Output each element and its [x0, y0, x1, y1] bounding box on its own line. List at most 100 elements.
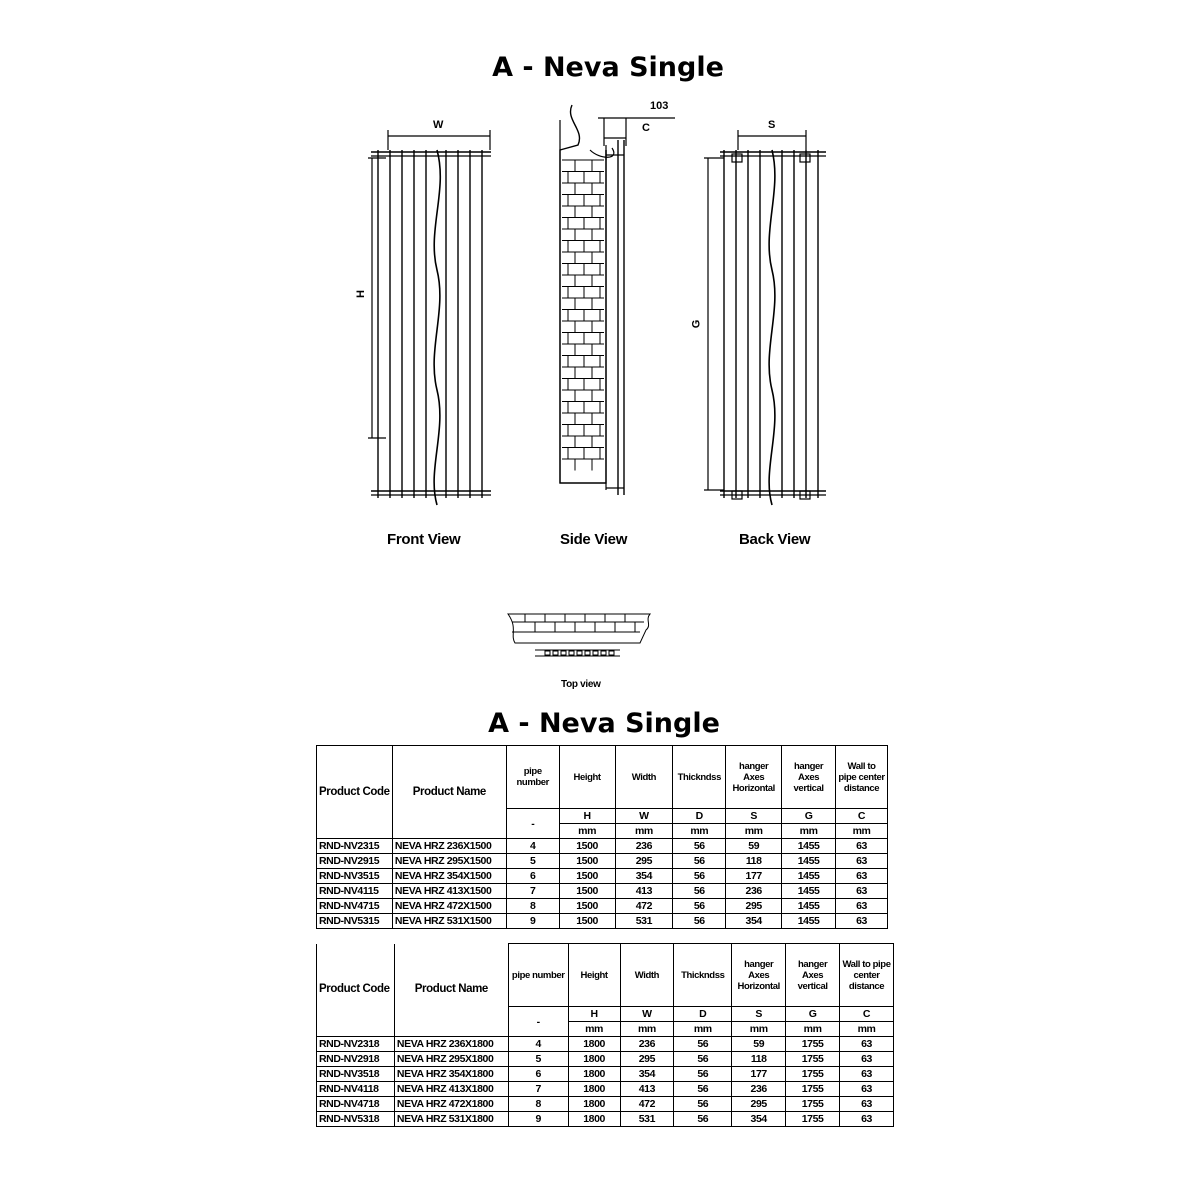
value-cell: 236	[614, 838, 674, 854]
value-cell: 1755	[785, 1111, 841, 1127]
header-wall-to-pipe: Wall to pipe center distance	[835, 745, 888, 809]
back-view-label: Back View	[739, 531, 811, 548]
product-name-cell: NEVA HRZ 472X1800	[393, 1096, 509, 1112]
dim-c-label: C	[642, 122, 650, 134]
value-cell: 295	[731, 1096, 787, 1112]
page-title: A - Neva Single	[492, 52, 724, 83]
value-cell: 56	[673, 1036, 733, 1052]
top-view-label: Top view	[561, 679, 601, 690]
value-cell: 59	[731, 1036, 787, 1052]
value-cell: 56	[673, 1081, 733, 1097]
value-cell: 63	[835, 838, 888, 854]
value-cell: 9	[505, 913, 560, 929]
product-name-cell: NEVA HRZ 531X1800	[393, 1111, 509, 1127]
header-hanger-vertical: hanger Axes vertical	[785, 943, 841, 1007]
back-view-drawing	[704, 130, 826, 506]
value-cell: 236	[731, 1081, 787, 1097]
symbol-cell: D	[672, 808, 727, 824]
value-cell: 531	[619, 1111, 675, 1127]
product-code-cell: RND-NV4718	[316, 1096, 395, 1112]
value-cell: 63	[839, 1036, 894, 1052]
value-cell: 413	[619, 1081, 675, 1097]
value-cell: 56	[672, 853, 727, 869]
header-pipe-number: pipe number	[505, 745, 560, 809]
product-name-cell: NEVA HRZ 413X1800	[393, 1081, 509, 1097]
value-cell: 236	[619, 1036, 675, 1052]
value-cell: 63	[839, 1066, 894, 1082]
value-cell: 295	[725, 898, 783, 914]
value-cell: 118	[731, 1051, 787, 1067]
value-cell: 63	[835, 853, 888, 869]
symbol-cell: S	[731, 1006, 787, 1022]
value-cell: 1500	[558, 853, 616, 869]
product-name-cell: NEVA HRZ 295X1800	[393, 1051, 509, 1067]
header-hanger-horizontal: hanger Axes Horizontal	[731, 943, 787, 1007]
unit-cell: mm	[558, 823, 616, 839]
symbol-cell: G	[781, 808, 837, 824]
value-cell: 354	[614, 868, 674, 884]
value-cell: 7	[505, 883, 560, 899]
header-pipe-number: pipe number	[507, 943, 569, 1007]
dim-h-label: H	[354, 290, 367, 298]
product-name-cell: NEVA HRZ 354X1500	[391, 868, 507, 884]
value-cell: 1500	[558, 898, 616, 914]
product-code-cell: RND-NV2315	[316, 838, 393, 854]
value-cell: 118	[725, 853, 783, 869]
product-name-cell: NEVA HRZ 236X1500	[391, 838, 507, 854]
value-cell: 472	[614, 898, 674, 914]
value-cell: 1455	[781, 868, 837, 884]
header-product-code: Product Code	[316, 943, 395, 1037]
product-code-cell: RND-NV4115	[316, 883, 393, 899]
header-product-name: Product Name	[393, 943, 509, 1037]
product-code-cell: RND-NV3518	[316, 1066, 395, 1082]
side-view-label: Side View	[560, 531, 628, 548]
technical-drawing	[368, 104, 826, 657]
value-cell: 1800	[567, 1111, 621, 1127]
value-cell: 1755	[785, 1066, 841, 1082]
header-width: Width	[614, 745, 674, 809]
value-cell: 56	[672, 913, 727, 929]
value-cell: 5	[505, 853, 560, 869]
value-cell: 1800	[567, 1036, 621, 1052]
value-cell: 56	[673, 1111, 733, 1127]
header-wall-to-pipe: Wall to pipe center distance	[839, 943, 894, 1007]
value-cell: 1800	[567, 1081, 621, 1097]
product-code-cell: RND-NV4715	[316, 898, 393, 914]
value-cell: 4	[507, 1036, 569, 1052]
value-cell: 63	[839, 1111, 894, 1127]
product-code-cell: RND-NV3515	[316, 868, 393, 884]
value-cell: 1800	[567, 1066, 621, 1082]
value-cell: 1800	[567, 1096, 621, 1112]
product-code-cell: RND-NV5315	[316, 913, 393, 929]
value-cell: 472	[619, 1096, 675, 1112]
front-view-label: Front View	[387, 531, 461, 548]
value-cell: 1455	[781, 838, 837, 854]
value-cell: 56	[673, 1096, 733, 1112]
header-height: Height	[567, 943, 621, 1007]
header-hanger-horizontal: hanger Axes Horizontal	[725, 745, 783, 809]
header-height: Height	[558, 745, 616, 809]
unit-cell: mm	[725, 823, 783, 839]
symbol-cell: C	[839, 1006, 894, 1022]
value-cell: 56	[672, 883, 727, 899]
value-cell: 1500	[558, 913, 616, 929]
spec-table-1800: Product Code Product Name pipe number He…	[316, 943, 894, 1127]
symbol-cell: H	[558, 808, 616, 824]
symbol-cell: H	[567, 1006, 621, 1022]
unit-cell: mm	[567, 1021, 621, 1037]
header-thickness: Thickndss	[672, 745, 727, 809]
product-code-cell: RND-NV2918	[316, 1051, 395, 1067]
header-thickness: Thickndss	[673, 943, 733, 1007]
unit-cell: mm	[673, 1021, 733, 1037]
value-cell: 177	[725, 868, 783, 884]
value-cell: 1455	[781, 853, 837, 869]
value-cell: 531	[614, 913, 674, 929]
unit-cell: mm	[785, 1021, 841, 1037]
product-code-cell: RND-NV2318	[316, 1036, 395, 1052]
value-cell: 1455	[781, 883, 837, 899]
